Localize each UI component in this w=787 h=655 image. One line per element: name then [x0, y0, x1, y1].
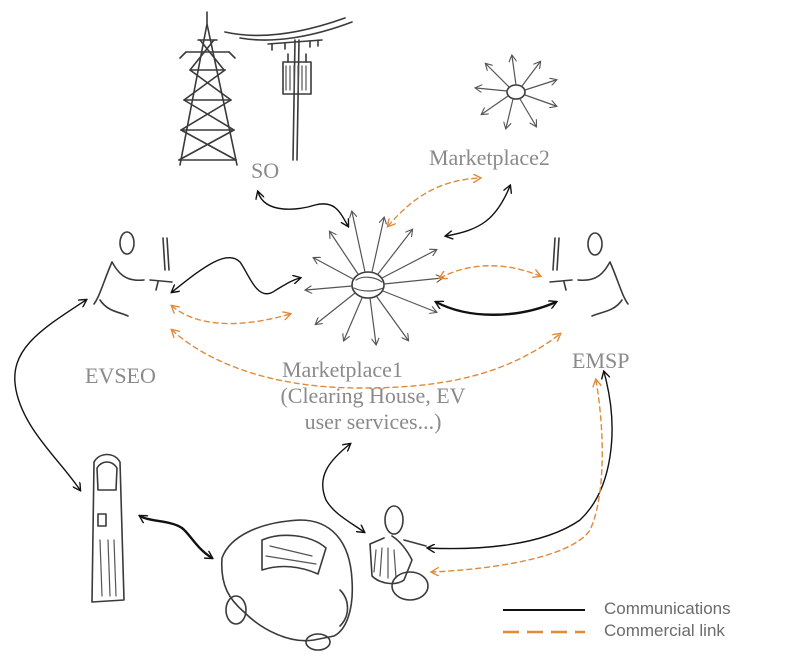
evseo-label: EVSEO [85, 363, 156, 388]
commercial-links [172, 178, 603, 572]
so-label: SO [251, 158, 280, 183]
marketplace2-label: Marketplace2 [429, 145, 550, 170]
transmission-tower-icon [178, 11, 238, 166]
ev-user-icon [369, 505, 429, 601]
charging-station-icon [91, 453, 125, 603]
emsp-label: EMSP [572, 348, 630, 373]
marketplace1-hub-icon [306, 212, 442, 344]
marketplace2-hub-icon [476, 56, 556, 128]
marketplace1-sub2-label: user services...) [304, 409, 442, 434]
marketplace1-label: Marketplace1 [282, 357, 403, 382]
emsp-operator-icon [549, 232, 629, 317]
electric-car-icon [220, 519, 354, 651]
marketplace1-sub1-label: (Clearing House, EV [280, 383, 466, 408]
legend-commercial-label: Commercial link [604, 621, 725, 640]
legend-communications-label: Communications [604, 599, 731, 618]
utility-pole-icon [224, 17, 353, 161]
evseo-operator-icon [93, 231, 173, 317]
